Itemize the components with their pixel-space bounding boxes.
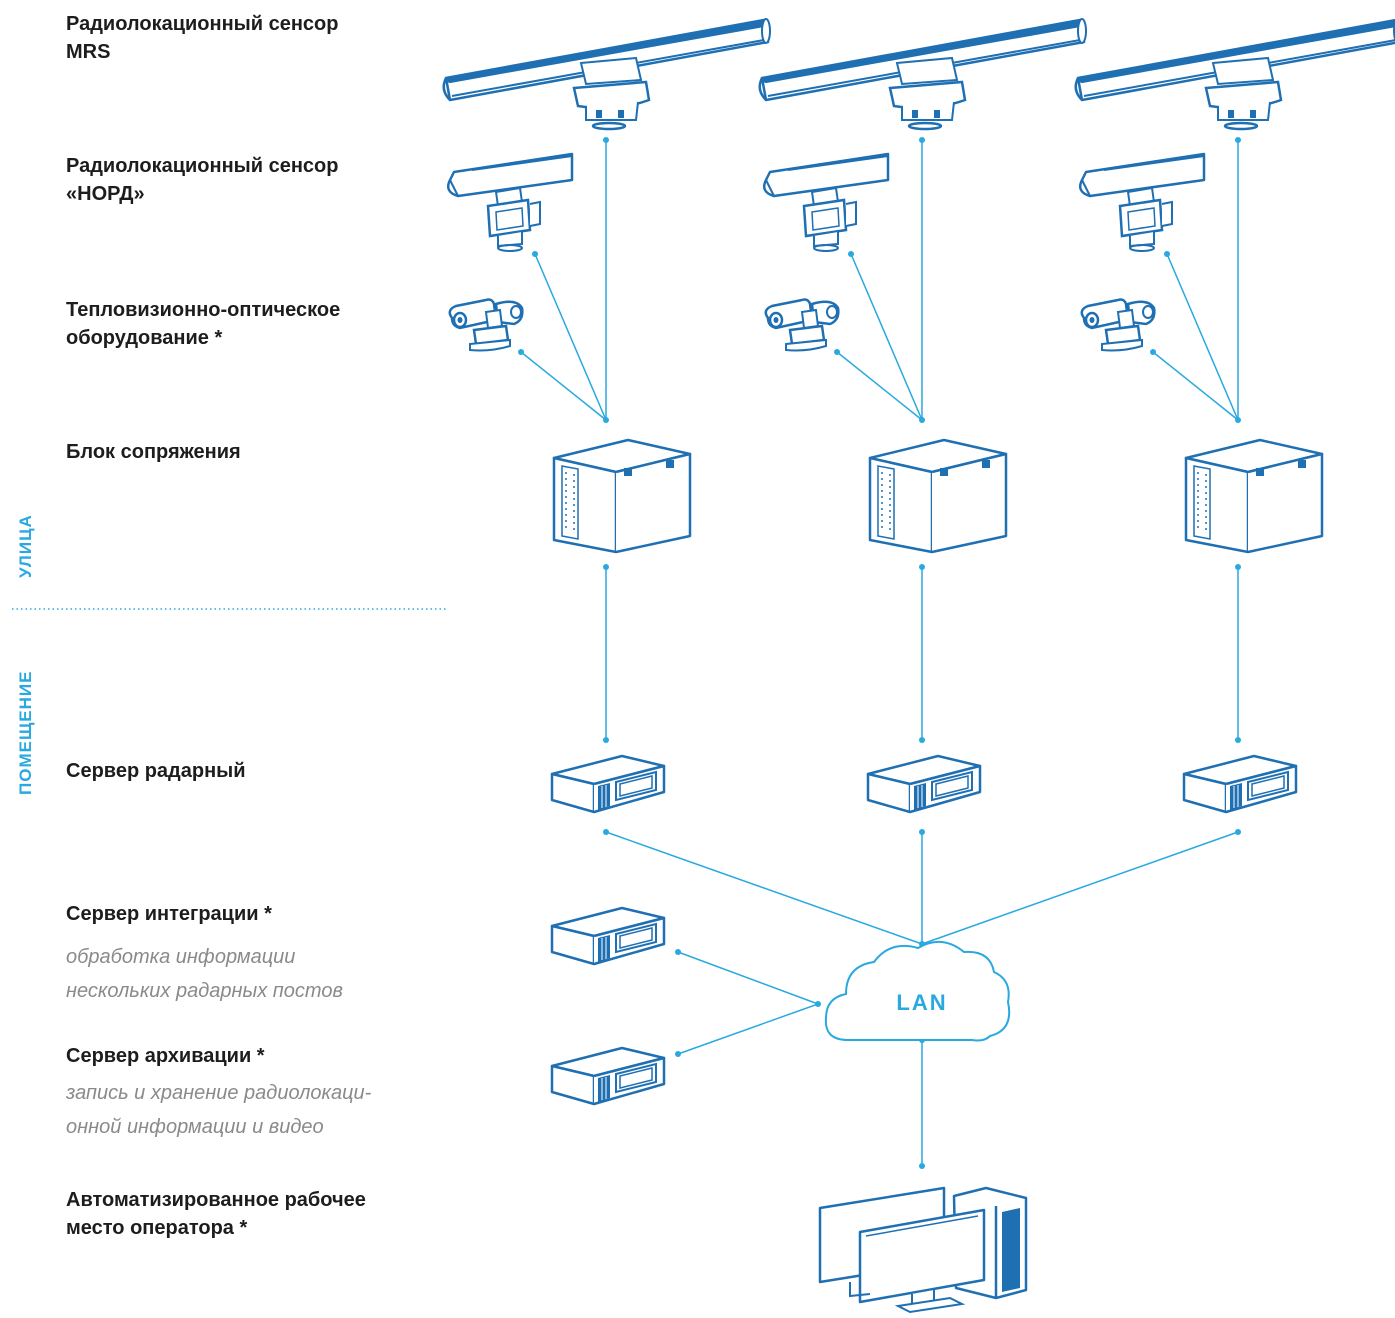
label-thermal: Тепловизионно-оптическое оборудование * (66, 299, 341, 349)
connection-dots (518, 137, 1241, 1169)
cloud-icon: LAN (824, 941, 1011, 1042)
rack-server-icon (550, 1046, 666, 1106)
note-archive-server: запись и хранение радиолокаци- онной инф… (66, 1082, 372, 1138)
label-interface-unit: Блок сопряжения (66, 441, 241, 463)
label-workstation: Автоматизированное рабочее место операто… (66, 1189, 366, 1239)
rack-server-icon (866, 754, 982, 814)
radar-nord-icon (446, 152, 574, 253)
interface-box-icon (552, 438, 692, 554)
label-integration-server: Сервер интеграции * (66, 903, 272, 925)
rack-server-icon (1182, 754, 1298, 814)
label-mrs: Радиолокационный сенсор MRS (66, 13, 339, 63)
thermal-camera-icon (1080, 298, 1156, 352)
interface-box-icon (868, 438, 1008, 554)
workstation-icon (818, 1186, 1028, 1314)
radar-mrs-icon (760, 19, 1086, 129)
radar-mrs-icon (444, 19, 770, 129)
thermal-camera-icon (448, 298, 524, 352)
rack-server-icon (550, 754, 666, 814)
label-archive-server: Сервер архивации * (66, 1045, 265, 1067)
label-nord: Радиолокационный сенсор «НОРД» (66, 155, 339, 205)
interface-box-icon (1184, 438, 1324, 554)
thermal-camera-icon (764, 298, 840, 352)
radar-nord-icon (762, 152, 890, 253)
radar-mrs-icon (1076, 19, 1395, 129)
note-integration-server: обработка информации нескольких радарных… (66, 946, 343, 1002)
label-radar-server: Сервер радарный (66, 760, 246, 782)
rack-server-icon (550, 906, 666, 966)
radar-nord-icon (1078, 152, 1206, 253)
connection-lines (520, 140, 1239, 1166)
lan-label: LAN (896, 990, 947, 1015)
